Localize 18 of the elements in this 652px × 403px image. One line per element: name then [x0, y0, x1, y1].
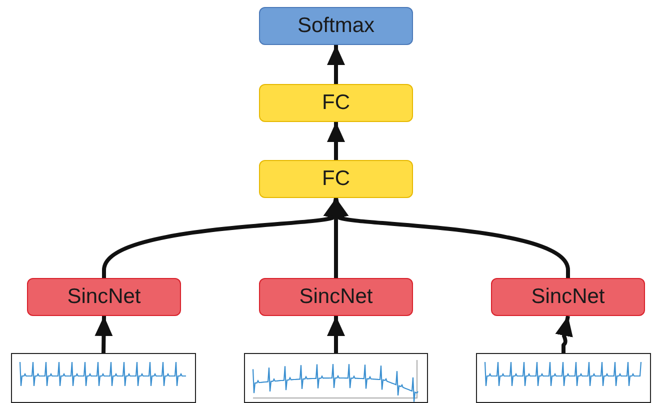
arrow — [331, 198, 570, 278]
layer-label: FC — [322, 167, 350, 191]
arrow — [327, 122, 345, 160]
layer-label: Softmax — [297, 14, 375, 38]
layer-box — [259, 160, 413, 198]
arrow — [327, 316, 345, 353]
layer-box — [491, 278, 645, 316]
arrow — [327, 45, 345, 84]
arrow — [555, 316, 573, 353]
layer-label: SincNet — [67, 285, 141, 309]
arrow — [94, 316, 113, 354]
layer-box — [259, 84, 413, 122]
layer-label: SincNet — [299, 285, 373, 309]
layer-box — [259, 7, 413, 45]
layer-label: SincNet — [531, 285, 605, 309]
layer-label: FC — [322, 91, 350, 115]
layer-box — [259, 278, 413, 316]
layer-box — [27, 278, 181, 316]
